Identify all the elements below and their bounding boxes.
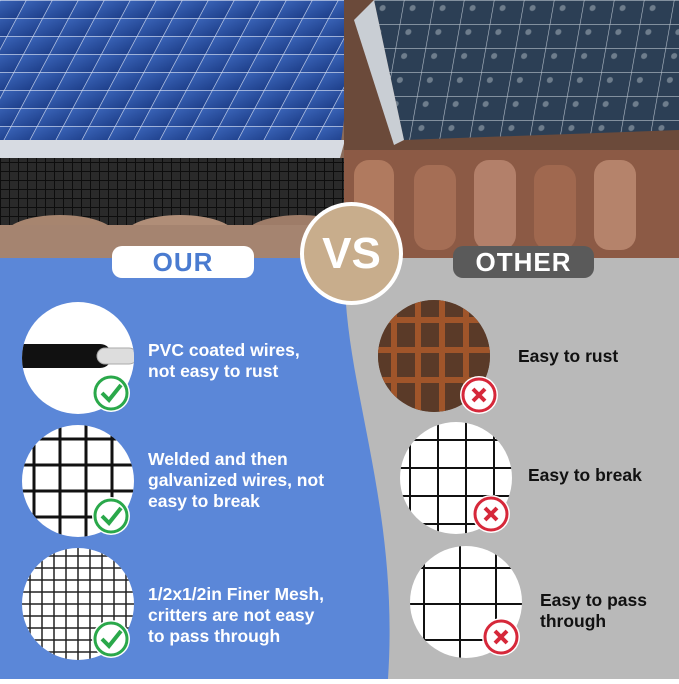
our-feature-3-text: 1/2x1/2in Finer Mesh, critters are not e… <box>148 584 324 647</box>
our-feature-1-line1: PVC coated wires, <box>148 340 300 360</box>
other-label: OTHER <box>453 246 594 278</box>
our-feature-3-line2: critters are not easy <box>148 605 315 625</box>
our-feature-2-line2: galvanized wires, not <box>148 470 325 490</box>
cross-icon <box>472 495 510 533</box>
check-icon <box>92 620 130 658</box>
cross-icon <box>482 618 520 656</box>
other-feature-3-line1: Easy to pass <box>540 590 647 610</box>
our-feature-3-line3: to pass through <box>148 626 281 646</box>
other-feature-1-text: Easy to rust <box>518 346 618 367</box>
other-feature-2-text: Easy to break <box>528 465 642 486</box>
other-product-photo <box>344 0 679 258</box>
other-feature-1-line1: Easy to rust <box>518 346 619 366</box>
vs-badge: VS <box>304 206 399 301</box>
check-icon <box>92 497 130 535</box>
cross-icon <box>460 376 498 414</box>
our-feature-2-line1: Welded and then <box>148 449 288 469</box>
our-product-photo <box>0 0 360 258</box>
other-feature-3-line2: through <box>540 611 607 631</box>
finer-mesh-image <box>22 548 134 660</box>
other-feature-3-text: Easy to pass through <box>540 590 647 632</box>
check-icon <box>92 374 130 412</box>
other-feature-2-line1: Easy to break <box>528 465 642 485</box>
our-feature-1-line2: not easy to rust <box>148 361 279 381</box>
our-label: OUR <box>112 246 254 278</box>
our-feature-2-text: Welded and then galvanized wires, not ea… <box>148 449 324 512</box>
our-feature-1-text: PVC coated wires, not easy to rust <box>148 340 300 382</box>
our-feature-3-line1: 1/2x1/2in Finer Mesh, <box>148 584 325 604</box>
our-feature-2-line3: easy to break <box>148 491 260 511</box>
